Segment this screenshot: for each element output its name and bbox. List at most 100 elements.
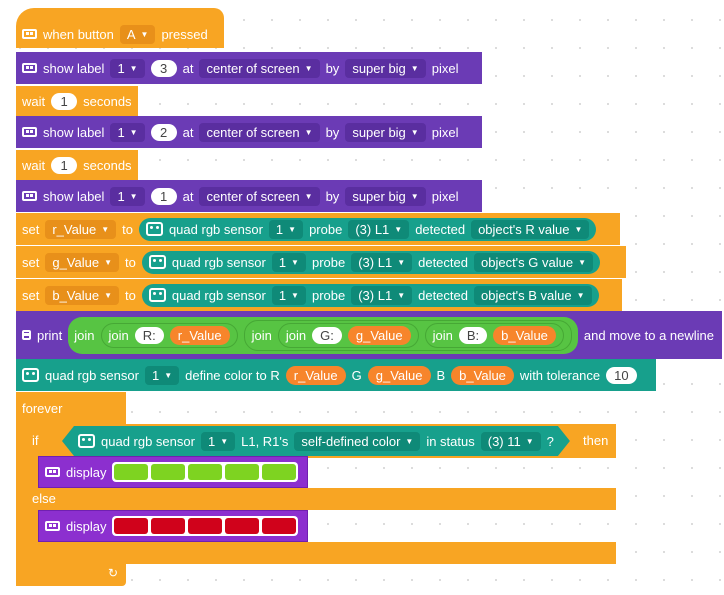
show-label-block[interactable]: show label 1▼ 1 at center of screen▼ by … (16, 180, 482, 212)
probe-dropdown[interactable]: (3) L1▼ (348, 219, 410, 239)
variable-dropdown[interactable]: b_Value▼ (45, 285, 120, 305)
r-value-variable[interactable]: r_Value (285, 365, 346, 385)
probe-dropdown[interactable]: (3) L1▼ (351, 252, 413, 272)
led-cell[interactable] (114, 518, 149, 534)
led-cell[interactable] (225, 464, 260, 480)
sensor-label: quad rgb sensor (45, 367, 139, 383)
size-dropdown[interactable]: super big▼ (345, 122, 426, 142)
hat-pressed-label: pressed (161, 26, 208, 42)
position-dropdown[interactable]: center of screen▼ (199, 186, 320, 206)
g-value-variable[interactable]: g_Value (367, 365, 431, 385)
board-icon (22, 330, 31, 340)
sensor-reporter[interactable]: quad rgb sensor 1▼ probe (3) L1▼ detecte… (138, 217, 597, 241)
quad-rgb-sensor-icon (78, 434, 95, 448)
join-outer[interactable]: join join R: r_Value join join G: g_Valu… (68, 316, 578, 354)
led-cell[interactable] (114, 464, 149, 480)
define-color-block[interactable]: quad rgb sensor 1▼ define color to R r_V… (16, 359, 656, 391)
led-strip-red[interactable] (112, 516, 299, 536)
join-label: join (251, 327, 272, 343)
sensor-label: quad rgb sensor (171, 254, 266, 270)
label-text-input[interactable]: 2 (150, 123, 177, 141)
label-id-dropdown[interactable]: 1▼ (110, 122, 145, 142)
led-cell[interactable] (151, 464, 186, 480)
led-cell[interactable] (225, 518, 260, 534)
if-else-block[interactable]: if else quad rgb sensor 1▼ L1, R1's self… (28, 422, 616, 564)
size-dropdown[interactable]: super big▼ (345, 186, 426, 206)
sensor-reporter[interactable]: quad rgb sensor 1▼ probe (3) L1▼ detecte… (141, 250, 600, 274)
label-text-input[interactable]: 3 (150, 59, 177, 77)
if-bottom (28, 542, 616, 564)
variable-dropdown[interactable]: g_Value▼ (45, 252, 120, 272)
sensor-id-dropdown[interactable]: 1▼ (271, 285, 306, 305)
show-label-text: show label (43, 188, 105, 204)
show-label-text: show label (43, 124, 105, 140)
show-label-block[interactable]: show label 1▼ 2 at center of screen▼ by … (16, 116, 482, 148)
sensor-id-dropdown[interactable]: 1▼ (144, 365, 180, 385)
variable-dropdown[interactable]: r_Value▼ (45, 219, 117, 239)
value-dropdown[interactable]: object's G value▼ (473, 252, 593, 272)
label-id-dropdown[interactable]: 1▼ (110, 58, 145, 78)
loop-arrow-icon: ↻ (108, 566, 119, 580)
r-prefix-input[interactable]: R: (134, 326, 164, 344)
button-dropdown[interactable]: A▼ (119, 24, 156, 44)
led-strip-green[interactable] (112, 462, 299, 482)
b-prefix-input[interactable]: B: (458, 326, 488, 344)
by-label: by (325, 124, 340, 140)
forever-block[interactable]: forever ↻ (16, 392, 126, 586)
join-label: join (285, 327, 307, 343)
led-cell[interactable] (262, 464, 297, 480)
led-cell[interactable] (151, 518, 186, 534)
forever-label: forever (22, 401, 63, 416)
sensor-id-dropdown[interactable]: 1▼ (268, 219, 304, 239)
join-label: join (74, 327, 95, 343)
tolerance-input[interactable]: 10 (606, 366, 637, 384)
print-block[interactable]: print join join R: r_Value join join G: … (16, 311, 722, 359)
board-icon (45, 521, 60, 531)
g-prefix-input[interactable]: G: (312, 326, 342, 344)
b-value-variable[interactable]: b_Value (493, 325, 556, 345)
led-cell[interactable] (188, 518, 223, 534)
forever-top (16, 392, 126, 424)
join-gb[interactable]: join join G: g_Value join B: b_Value (243, 319, 572, 351)
wait-seconds-input[interactable]: 1 (51, 156, 78, 174)
sensor-id-dropdown[interactable]: 1▼ (201, 432, 235, 451)
size-dropdown[interactable]: super big▼ (345, 58, 426, 78)
r-value-variable[interactable]: r_Value (169, 325, 230, 345)
color-dropdown[interactable]: self-defined color▼ (294, 432, 420, 451)
print-label: print (36, 327, 63, 343)
join-g[interactable]: join G: g_Value (277, 322, 419, 348)
display-block[interactable]: display (38, 510, 308, 542)
wait-seconds-input[interactable]: 1 (51, 92, 78, 110)
led-cell[interactable] (262, 518, 297, 534)
sensor-reporter[interactable]: quad rgb sensor 1▼ probe (3) L1▼ detecte… (141, 283, 599, 307)
value-dropdown[interactable]: object's R value▼ (471, 219, 590, 239)
probe-dropdown[interactable]: (3) L1▼ (351, 285, 413, 305)
show-label-block[interactable]: show label 1▼ 3 at center of screen▼ by … (16, 52, 482, 84)
b-value-variable[interactable]: b_Value (451, 365, 514, 385)
display-block[interactable]: display (38, 456, 308, 488)
wait-block[interactable]: wait 1 seconds (16, 86, 138, 116)
unit-label: pixel (431, 124, 459, 140)
when-button-pressed-block[interactable]: when button A▼ pressed (16, 8, 224, 48)
g-value-variable[interactable]: g_Value (347, 325, 411, 345)
join-b[interactable]: join B: b_Value (424, 322, 564, 348)
wait-block[interactable]: wait 1 seconds (16, 150, 138, 180)
position-dropdown[interactable]: center of screen▼ (199, 58, 320, 78)
unit-label: pixel (431, 188, 459, 204)
to-label: to (125, 287, 136, 303)
set-variable-block[interactable]: set r_Value▼ to quad rgb sensor 1▼ probe… (16, 213, 620, 245)
set-label: set (22, 221, 40, 237)
condition-boolean[interactable]: quad rgb sensor 1▼ L1, R1's self-defined… (62, 426, 570, 456)
label-id-dropdown[interactable]: 1▼ (110, 186, 145, 206)
led-cell[interactable] (188, 464, 223, 480)
label-text-input[interactable]: 1 (150, 187, 177, 205)
status-dropdown[interactable]: (3) 11▼ (481, 432, 541, 451)
join-r[interactable]: join R: r_Value (100, 322, 238, 348)
seconds-label: seconds (83, 157, 132, 173)
value-dropdown[interactable]: object's B value▼ (473, 285, 592, 305)
then-label: then (583, 433, 609, 448)
position-dropdown[interactable]: center of screen▼ (199, 122, 320, 142)
set-variable-block[interactable]: set b_Value▼ to quad rgb sensor 1▼ probe… (16, 279, 622, 311)
sensor-id-dropdown[interactable]: 1▼ (271, 252, 306, 272)
set-variable-block[interactable]: set g_Value▼ to quad rgb sensor 1▼ probe… (16, 246, 626, 278)
